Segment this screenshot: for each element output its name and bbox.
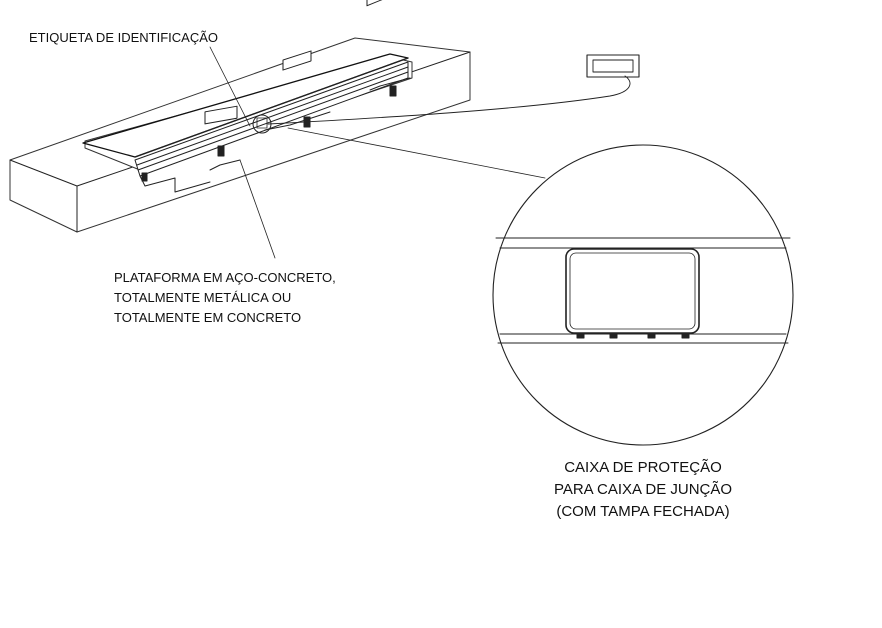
weight-indicator <box>586 54 640 78</box>
detail-circle <box>492 144 794 446</box>
label-identification-tag: ETIQUETA DE IDENTIFICAÇÃO <box>29 30 219 45</box>
label-platform-line-1: PLATAFORMA EM AÇO-CONCRETO, <box>114 270 336 285</box>
label-protection-box: CAIXA DE PROTEÇÃO PARA CAIXA DE JUNÇÃO (… <box>503 457 783 523</box>
label-protection-box-line-3: (COM TAMPA FECHADA) <box>556 503 730 520</box>
label-protection-box-line-1: CAIXA DE PROTEÇÃO <box>564 459 722 476</box>
label-platform-line-2: TOTALMENTE METÁLICA OU <box>114 290 292 305</box>
leader-identification-tag <box>209 46 251 127</box>
label-protection-box-line-2: PARA CAIXA DE JUNÇÃO <box>553 481 733 498</box>
weighing-platform <box>82 0 413 193</box>
cable <box>267 75 631 125</box>
leader-platform <box>239 159 276 259</box>
label-platform: PLATAFORMA EM AÇO-CONCRETO, TOTALMENTE M… <box>114 268 336 328</box>
label-platform-line-3: TOTALMENTE EM CONCRETO <box>114 310 302 325</box>
leader-detail <box>287 127 546 179</box>
